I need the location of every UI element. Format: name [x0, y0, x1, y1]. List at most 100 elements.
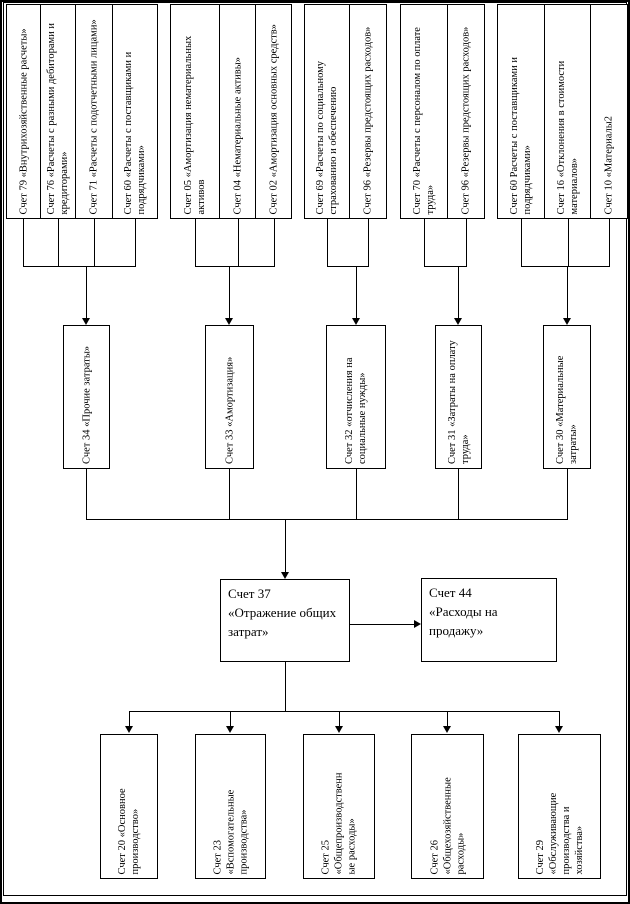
arrow-down-icon	[225, 318, 233, 325]
connector-bus	[86, 519, 568, 520]
account-25-label: Счет 25 «Общепроизводственн ые расходы»	[320, 771, 358, 874]
account-76-box: Счет 76 «Расчеты с разными дебиторами и …	[40, 4, 76, 219]
connector-stub	[327, 219, 328, 266]
account-60b-box: Счет 60 Расчеты с поставщиками и подрядч…	[497, 4, 545, 219]
account-96b-label: Счет 96 «Резервы предстоящих расходов»	[460, 26, 472, 214]
arrow-down-icon	[563, 318, 571, 325]
account-69-box: Счет 69 «Расчеты по социальному страхова…	[304, 4, 350, 219]
connector-stub	[356, 469, 357, 519]
account-37-label: Счет 37 «Отражение общих затрат»	[228, 586, 337, 639]
connector-bus	[195, 266, 275, 267]
arrow-down-icon	[352, 318, 360, 325]
account-16-label: Счет 16 «Отклонения в стоимости материал…	[555, 60, 580, 214]
connector-stub	[229, 469, 230, 519]
account-33-box: Счет 33 «Амортизация»	[205, 325, 254, 469]
account-69-label: Счет 69 «Расчеты по социальному страхова…	[315, 60, 339, 214]
connector-bus	[327, 266, 369, 267]
account-70-box: Счет 70 «Расчеты с персоналом по оплате …	[400, 4, 448, 219]
connector-line	[229, 266, 230, 318]
connector-line	[285, 662, 286, 711]
arrow-down-icon	[226, 726, 234, 733]
account-79-label: Счет 79 «Внутрихозяйственные расчеты»	[18, 27, 29, 214]
connector-stub	[424, 219, 425, 266]
account-96b-box: Счет 96 «Резервы предстоящих расходов»	[447, 4, 485, 219]
connector-line	[86, 266, 87, 318]
account-20-box: Счет 20 «Основное производство»	[100, 734, 158, 879]
connector-line	[230, 711, 231, 726]
connector-stub	[238, 219, 239, 266]
account-96a-box: Счет 96 «Резервы предстоящих расходов»	[349, 4, 387, 219]
account-02-box: Счет 02 «Амортизация основных средств»	[255, 4, 292, 219]
connector-line	[559, 711, 560, 726]
connector-line	[567, 266, 568, 318]
account-02-label: Счет 02 «Амортизация основных средств»	[268, 23, 279, 214]
account-31-label: Счет 31 «Затраты на оплату труда»	[446, 340, 471, 464]
account-10-box: Счет 10 «Материалы2	[590, 4, 628, 219]
arrow-down-icon	[454, 318, 462, 325]
account-25-box: Счет 25 «Общепроизводственн ые расходы»	[303, 734, 375, 879]
connector-stub	[567, 469, 568, 519]
account-10-label: Счет 10 «Материалы2	[603, 115, 615, 214]
account-05-box: Счет 05 «Амортизация нематериальных акти…	[170, 4, 220, 219]
account-31-box: Счет 31 «Затраты на оплату труда»	[435, 325, 482, 469]
connector-stub	[568, 219, 569, 266]
connector-line	[447, 711, 448, 726]
connector-stub	[195, 219, 196, 266]
account-32-box: Счет 32 «отчисления на социальные нужды»	[326, 325, 386, 469]
account-34-box: Счет 34 «Прочие затраты»	[63, 325, 110, 469]
connector-stub	[135, 219, 136, 266]
arrow-down-icon	[443, 726, 451, 733]
account-34-label: Счет 34 «Прочие затраты»	[81, 345, 92, 464]
account-79-box: Счет 79 «Внутрихозяйственные расчеты»	[6, 4, 41, 219]
arrow-down-icon	[82, 318, 90, 325]
account-76-label: Счет 76 «Расчеты с разными дебиторами и …	[46, 22, 70, 214]
account-26-box: Счет 26 «Общехозяйственные расходы»	[411, 734, 484, 879]
account-60-label: Счет 60 «Расчеты с поставщиками и подряд…	[123, 51, 147, 214]
account-32-label: Счет 32 «отчисления на социальные нужды»	[344, 357, 368, 464]
account-96a-label: Счет 96 «Резервы предстоящих расходов»	[362, 26, 374, 214]
account-60b-label: Счет 60 Расчеты с поставщиками и подрядч…	[509, 56, 533, 214]
connector-stub	[274, 219, 275, 266]
account-70-label: Счет 70 «Расчеты с персоналом по оплате …	[412, 26, 436, 214]
account-26-label: Счет 26 «Общехозяйственные расходы»	[429, 776, 466, 874]
connector-bus	[23, 266, 136, 267]
arrow-down-icon	[281, 572, 289, 579]
account-71-label: Счет 71 «Расчеты с подотчетными лицами»	[88, 18, 100, 214]
account-05-label: Счет 05 «Амортизация нематериальных акти…	[183, 35, 207, 214]
account-04-label: Счет 04 «Нематериальные активы»	[232, 56, 243, 214]
connector-stub	[86, 469, 87, 519]
account-29-label: Счет 29 «Обслуживающие производства и хо…	[534, 792, 585, 874]
account-30-label: Счет 30 «Материальные затраты»	[555, 355, 579, 464]
arrow-down-icon	[125, 726, 133, 733]
connector-line	[339, 711, 340, 726]
connector-stub	[58, 219, 59, 266]
account-44-box: Счет 44 «Расходы на продажу»	[421, 578, 557, 662]
connector-stub	[23, 219, 24, 266]
arrow-down-icon	[555, 726, 563, 733]
arrow-down-icon	[335, 726, 343, 733]
account-20-label: Счет 20 «Основное производство»	[117, 787, 141, 874]
connector-stub	[368, 219, 369, 266]
connector-line	[356, 266, 357, 318]
account-44-label: Счет 44 «Расходы на продажу»	[429, 585, 498, 638]
account-23-box: Счет 23 «Вспомогательные производства»	[195, 734, 266, 879]
account-04-box: Счет 04 «Нематериальные активы»	[219, 4, 256, 219]
account-29-box: Счет 29 «Обслуживающие производства и хо…	[518, 734, 601, 879]
connector-line	[285, 519, 286, 572]
account-71-box: Счет 71 «Расчеты с подотчетными лицами»	[75, 4, 113, 219]
connector-line	[350, 624, 414, 625]
connector-stub	[458, 469, 459, 519]
connector-line	[458, 266, 459, 318]
account-60-box: Счет 60 «Расчеты с поставщиками и подряд…	[112, 4, 158, 219]
connector-stub	[609, 219, 610, 266]
arrow-right-icon	[414, 620, 421, 628]
account-30-box: Счет 30 «Материальные затраты»	[543, 325, 591, 469]
connector-bus	[129, 711, 560, 712]
account-33-label: Счет 33 «Амортизация»	[224, 356, 235, 464]
connector-stub	[521, 219, 522, 266]
account-23-label: Счет 23 «Вспомогательные производства»	[212, 789, 249, 874]
connector-bus	[521, 266, 610, 267]
page-border	[3, 2, 627, 896]
connector-stub	[94, 219, 95, 266]
